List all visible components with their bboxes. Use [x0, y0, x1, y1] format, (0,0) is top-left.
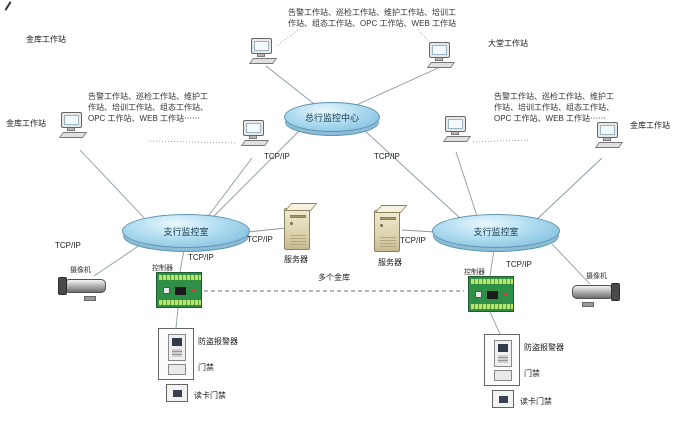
server-left: [284, 208, 310, 250]
network-cloud-right: 支行监控室: [432, 214, 560, 248]
network-cloud-left: 支行监控室: [122, 214, 250, 248]
tcpip-label: TCP/IP: [188, 253, 214, 262]
label-controller-left: 控制器: [152, 265, 173, 272]
keyboard-icon: [442, 136, 472, 142]
monitor-icon: [596, 122, 618, 138]
workstation-far-left: [56, 112, 88, 138]
annotation-right: 告警工作站、巡检工作站、维护工作站、培训工作站、组态工作站、OPC 工作站、WE…: [494, 92, 614, 123]
server-right: [374, 210, 400, 252]
annotation-left: 告警工作站、巡检工作站、维护工作站、培训工作站、组态工作站、OPC 工作站、WE…: [88, 92, 208, 123]
label-access-left-3: 读卡门禁: [194, 391, 226, 400]
device-screen: [498, 344, 508, 352]
label-server-left: 服务器: [284, 255, 308, 264]
monitor-icon: [428, 42, 450, 58]
monitor-icon: [242, 120, 264, 136]
label-access-left-2: 门禁: [198, 363, 214, 372]
label-access-right-3: 读卡门禁: [520, 397, 552, 406]
tcpip-label: TCP/IP: [247, 235, 273, 244]
tcpip-label: TCP/IP: [55, 241, 81, 250]
card-reader-left: [166, 384, 188, 402]
keyboard-icon: [240, 140, 270, 146]
workstation-top-left: [246, 38, 278, 64]
door-access-left: [158, 328, 194, 380]
monitor-icon: [60, 112, 82, 128]
camera-right-icon: [566, 280, 620, 307]
label-access-right-2: 门禁: [524, 369, 540, 378]
camera-left-icon: [58, 274, 112, 301]
label-multi-vault: 多个金库: [318, 273, 350, 282]
label-workstation-top-left: 金库工作站: [26, 35, 66, 44]
network-cloud-center: 总行监控中心: [284, 102, 380, 132]
label-server-right: 服务器: [378, 258, 402, 267]
keypad-icon: [498, 355, 508, 363]
workstation-far-right: [592, 122, 624, 148]
tcpip-label: TCP/IP: [506, 260, 532, 269]
workstation-top-right: [424, 42, 456, 68]
door-access-right: [484, 334, 520, 386]
monitor-icon: [444, 116, 466, 132]
label-camera-left: 摄像机: [70, 267, 91, 274]
controller-board-right: [468, 276, 514, 312]
monitor-icon: [250, 38, 272, 54]
tcpip-label: TCP/IP: [400, 236, 426, 245]
tcpip-label: TCP/IP: [264, 152, 290, 161]
workstation-mid-right: [440, 116, 472, 142]
label-camera-right: 摄像机: [586, 273, 607, 280]
controller-board-left: [156, 272, 202, 308]
card-reader-right: [492, 390, 514, 408]
label-access-left-1: 防盗报警器: [198, 337, 238, 346]
label-workstation-far-right: 金库工作站: [630, 121, 670, 130]
workstation-mid-left: [238, 120, 270, 146]
label-controller-right: 控制器: [464, 269, 485, 276]
label-access-right-1: 防盗报警器: [524, 343, 564, 352]
label-workstation-top-right: 大堂工作站: [488, 39, 528, 48]
keyboard-icon: [58, 132, 88, 138]
device-screen: [172, 338, 182, 346]
keyboard-icon: [594, 142, 624, 148]
keyboard-icon: [426, 62, 456, 68]
label-workstation-far-left: 金库工作站: [6, 119, 46, 128]
keypad-icon: [172, 349, 182, 357]
tcpip-label: TCP/IP: [374, 152, 400, 161]
keyboard-icon: [248, 58, 278, 64]
annotation-top: 告警工作站、巡检工作站、维护工作站、培训工作站、组态工作站、OPC 工作站、WE…: [288, 8, 457, 28]
